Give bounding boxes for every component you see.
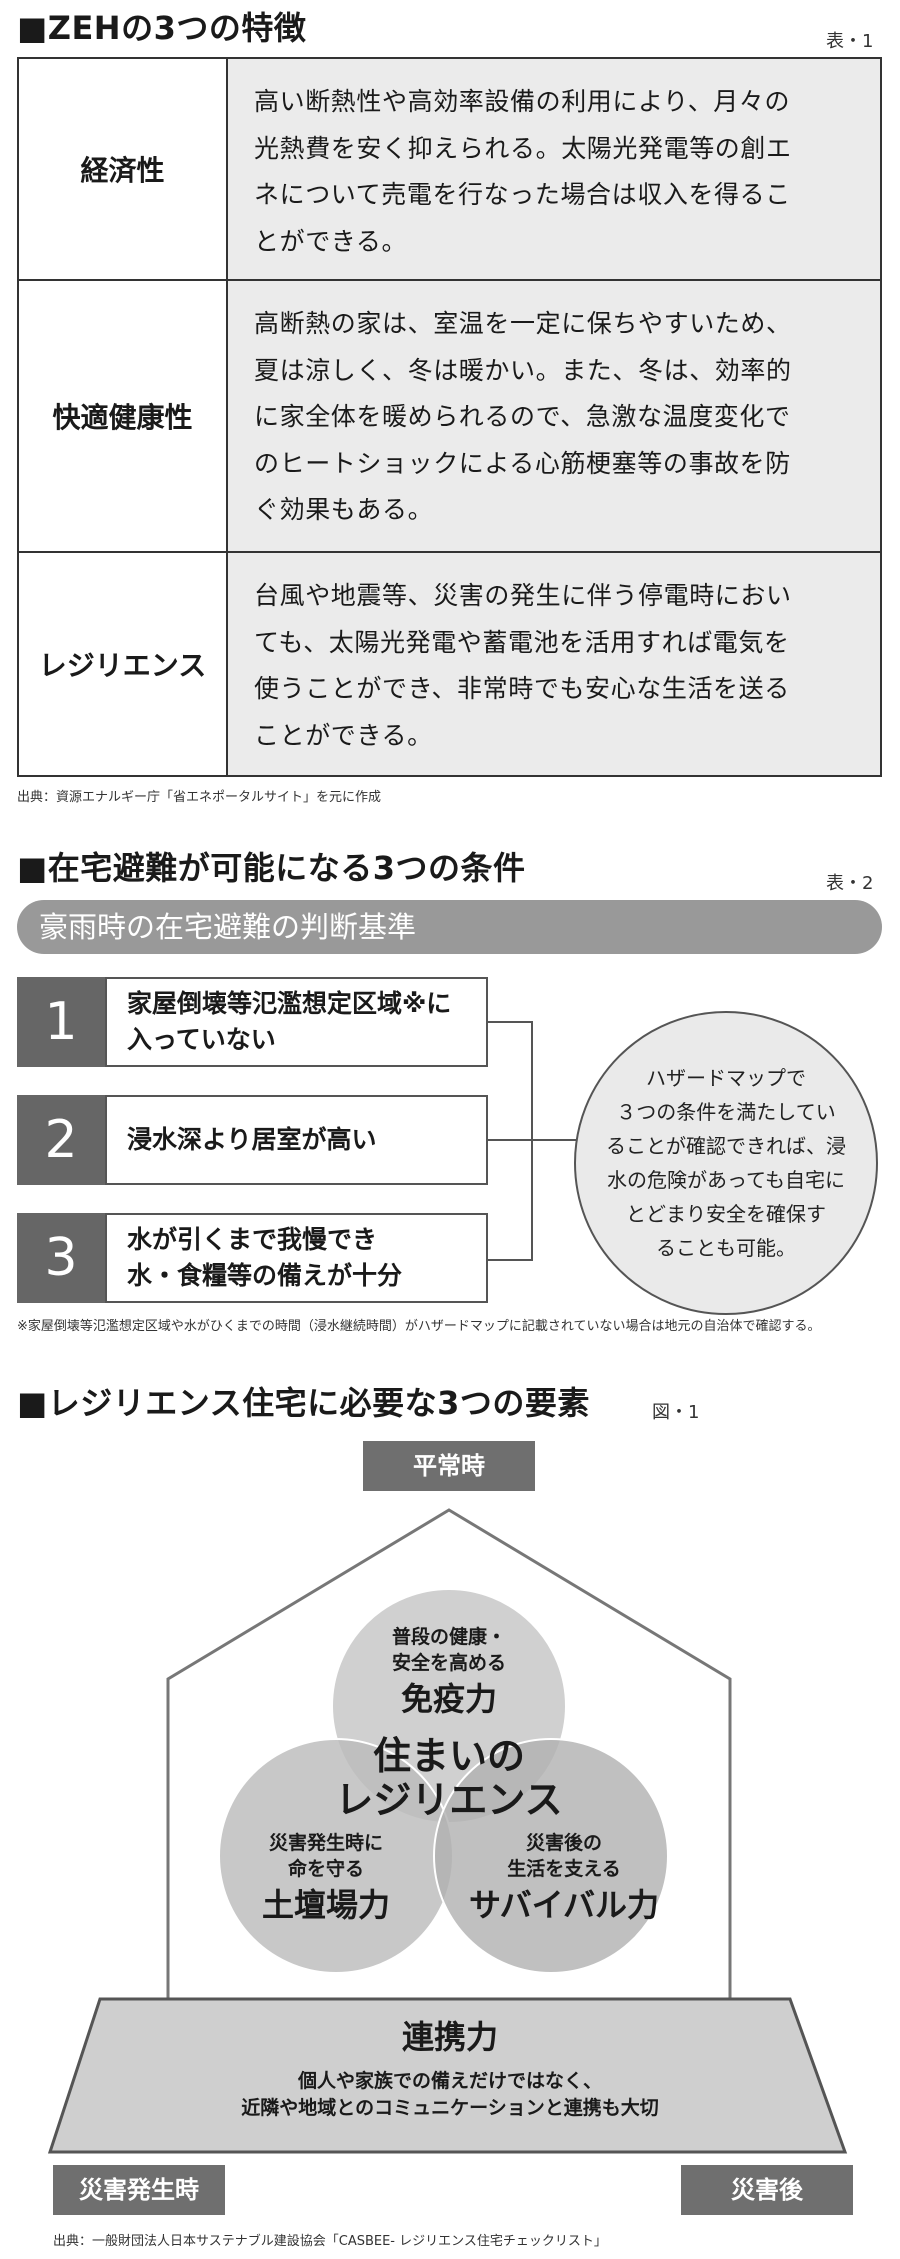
section2-title: ■在宅避難が可能になる3つの条件 [17, 849, 526, 887]
circle-right-main: サバイバル力 [468, 1886, 660, 1924]
center-title: 住まいの レジリエンス [335, 1734, 563, 1822]
figure1-source: 出典：一般財団法人日本サステナブル建設協会「CASBEE- レジリエンス住宅チェ… [53, 2234, 607, 2249]
hazard-map-note: ハザードマップで ３つの条件を満たしてい ることが確認できれば、浸 水の危険があ… [574, 1011, 878, 1315]
row-description: 高断熱の家は、室温を一定に保ちやすいため、 夏は涼しく、冬は暖かい。また、冬は、… [254, 309, 792, 524]
row-description: 台風や地震等、災害の発生に伴う停電時におい ても、太陽光発電や蓄電池を活用すれば… [254, 581, 792, 750]
criteria-banner: 豪雨時の在宅避難の判断基準 [17, 900, 882, 954]
table2-tag: 表・2 [826, 873, 874, 894]
condition-box: 水が引くまで我慢でき水・食糧等の備えが十分 [105, 1213, 488, 1303]
circle-right-sub: 災害後の 生活を支える [507, 1832, 621, 1880]
table-row: レジリエンス 台風や地震等、災害の発生に伴う停電時におい ても、太陽光発電や蓄電… [19, 551, 880, 775]
condition-number: 3 [17, 1213, 105, 1303]
condition-number: 1 [17, 977, 105, 1067]
section3-title: ■レジリエンス住宅に必要な3つの要素 [17, 1384, 590, 1422]
table-row: 経済性 高い断熱性や高効率設備の利用により、月々の 光熱費を安く抑えられる。太陽… [19, 59, 880, 279]
row-label: 快適健康性 [19, 281, 228, 551]
house-diagram [47, 1508, 848, 2154]
disaster-time-label: 災害発生時 [53, 2165, 225, 2215]
base-main: 連携力 [401, 2018, 498, 2056]
circle-top-sub: 普段の健康・ 安全を高める [391, 1626, 506, 1674]
row-description: 高い断熱性や高効率設備の利用により、月々の 光熱費を安く抑えられる。太陽光発電等… [254, 87, 792, 256]
condition-box: 家屋倒壊等氾濫想定区域※に入っていない [105, 977, 488, 1067]
after-disaster-label: 災害後 [681, 2165, 853, 2215]
table-row: 快適健康性 高断熱の家は、室温を一定に保ちやすいため、 夏は涼しく、冬は暖かい。… [19, 279, 880, 551]
circle-left-main: 土壇場力 [261, 1886, 390, 1924]
circle-top-main: 免疫力 [400, 1680, 497, 1718]
circle-left-sub: 災害発生時に 命を守る [268, 1832, 383, 1880]
row-label: 経済性 [19, 59, 228, 279]
normal-time-label: 平常時 [363, 1441, 535, 1491]
figure1-tag: 図・1 [652, 1402, 700, 1423]
table1-tag: 表・1 [826, 31, 874, 52]
section1-title: ■ZEHの3つの特徴 [17, 9, 307, 47]
condition-box: 浸水深より居室が高い [105, 1095, 488, 1185]
base-description: 個人や家族での備えだけではなく、 近隣や地域とのコミュニケーションと連携も大切 [241, 2070, 659, 2119]
table1-source: 出典：資源エナルギー庁「省エネポータルサイト」を元に作成 [17, 790, 382, 805]
connector-lines [488, 1021, 578, 1261]
condition-number: 2 [17, 1095, 105, 1185]
zeh-features-table: 経済性 高い断熱性や高効率設備の利用により、月々の 光熱費を安く抑えられる。太陽… [17, 57, 882, 777]
section2-footnote: ※家屋倒壊等氾濫想定区域や水がひくまでの時間（浸水継続時間）がハザードマップに記… [17, 1319, 821, 1334]
row-label: レジリエンス [19, 553, 228, 775]
